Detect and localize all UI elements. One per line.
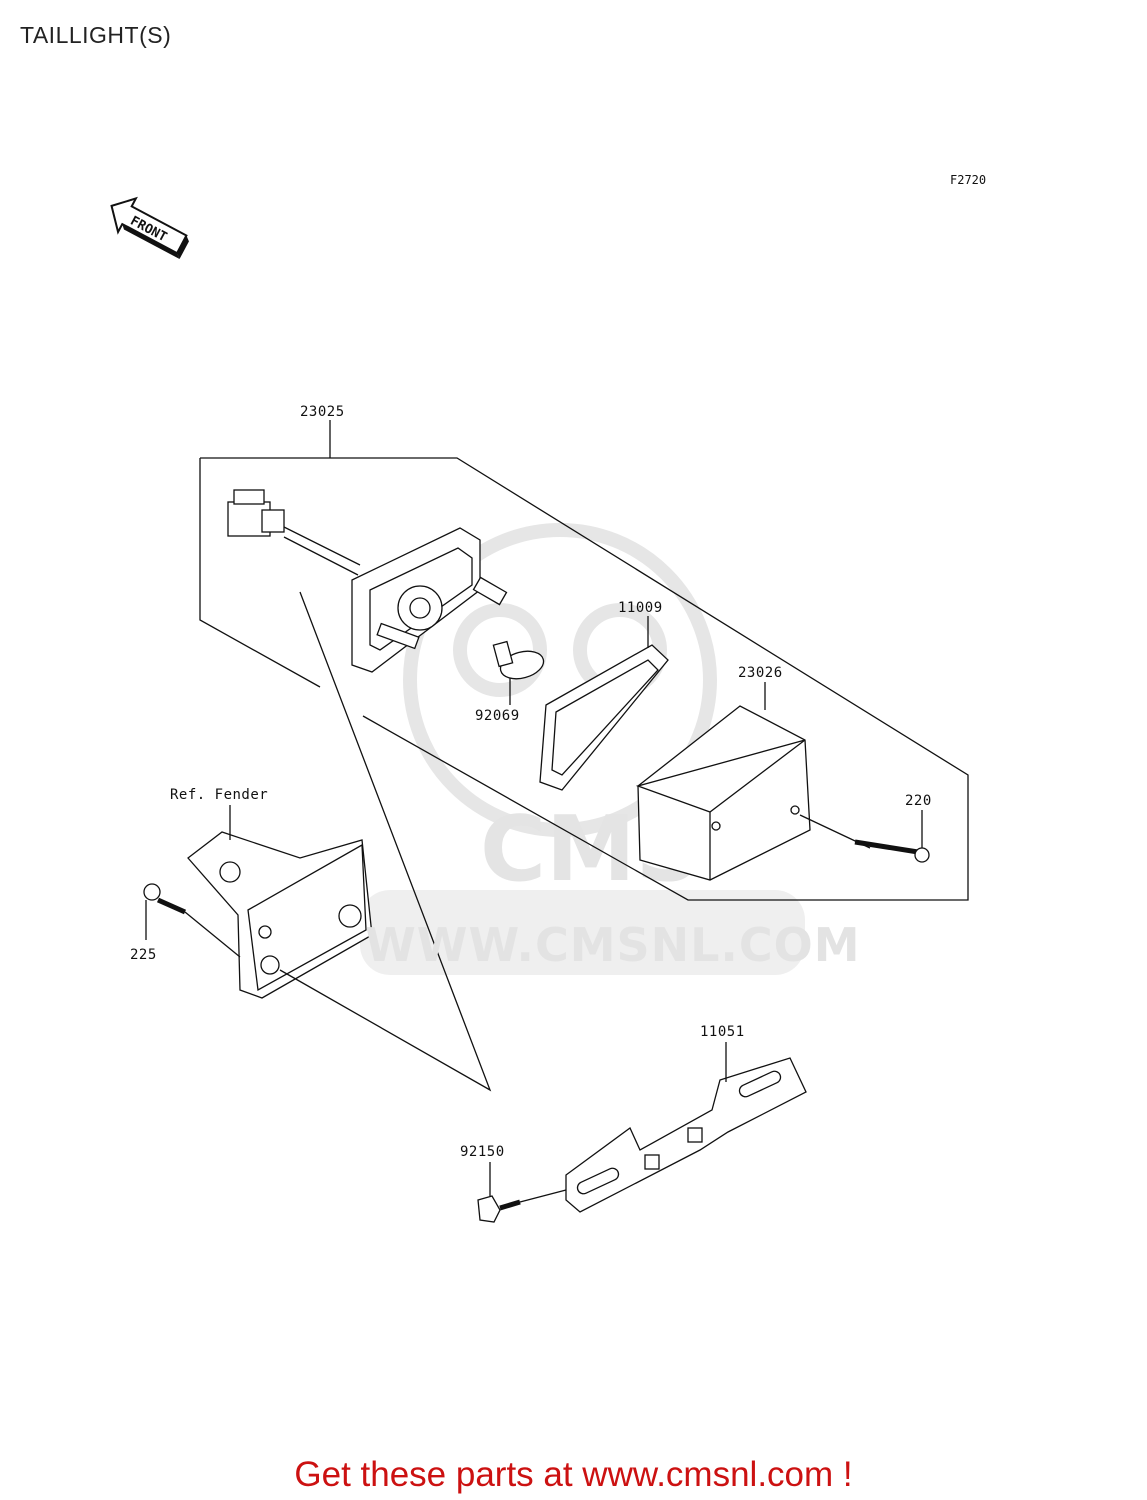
promo-link[interactable]: Get these parts at www.cmsnl.com ! [294, 1455, 853, 1494]
lens-icon [635, 705, 811, 881]
callout-23025: 23025 [300, 404, 345, 420]
callout-23026: 23026 [738, 665, 783, 681]
watermark-url: WWW.CMSNL.COM [365, 918, 861, 972]
license-bracket-icon [565, 1057, 807, 1213]
screw-225-icon [143, 883, 187, 915]
callout-11051: 11051 [700, 1024, 745, 1040]
bulb-icon [492, 640, 545, 680]
page-title: TAILLIGHT(S) [20, 22, 172, 48]
socket-housing-icon [351, 527, 508, 673]
assembly-outline-right [200, 457, 969, 901]
front-arrow-icon: FRONT [110, 196, 189, 260]
callout-220: 220 [905, 793, 932, 809]
callout-92150: 92150 [460, 1144, 505, 1160]
gasket-icon [539, 644, 669, 791]
phantom-line-fender [279, 591, 492, 1092]
phantom-line-225 [184, 911, 241, 958]
callout-11009: 11009 [618, 600, 663, 616]
callout-92069: 92069 [475, 708, 520, 724]
callout-ref-fender: Ref. Fender [170, 787, 269, 803]
screw-220-icon [799, 814, 930, 863]
connector-icon [227, 489, 361, 576]
fender-icon [187, 831, 373, 999]
figure-code: F2720 [950, 173, 987, 187]
bolt-92150-icon [477, 1189, 567, 1223]
callout-225: 225 [130, 947, 157, 963]
promo-banner: Get these parts at www.cmsnl.com ! [0, 1455, 1147, 1495]
assembly-outline-left [199, 458, 321, 688]
